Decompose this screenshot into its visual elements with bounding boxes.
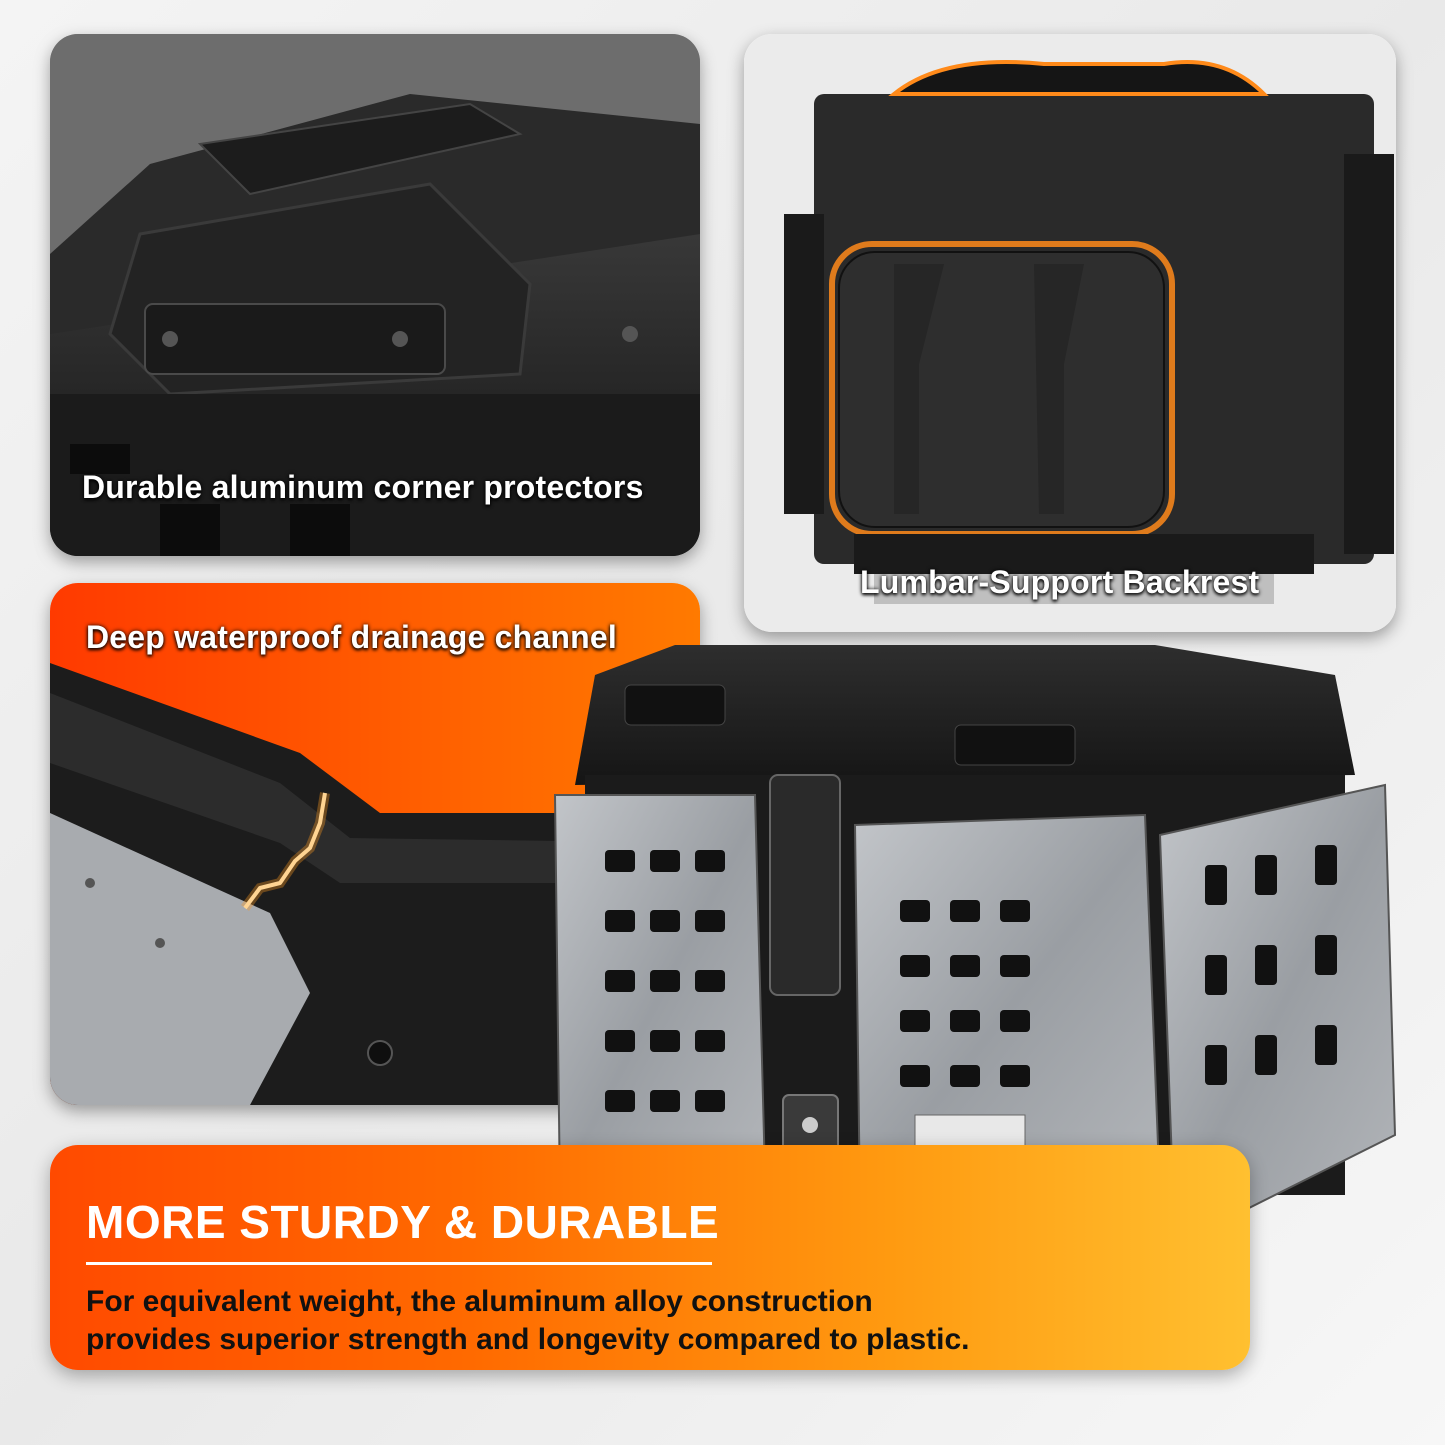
banner-divider [86, 1262, 712, 1265]
backrest-caption: Lumbar-Support Backrest [860, 564, 1260, 600]
feature-banner: MORE STURDY & DURABLE For equivalent wei… [50, 1145, 1250, 1370]
corner-protector-photo [50, 34, 700, 556]
corner-protector-caption: Durable aluminum corner protectors [82, 469, 644, 505]
top-case-illustration [553, 645, 1397, 1250]
handle-icon [624, 684, 726, 726]
corner-protector-panel: Durable aluminum corner protectors [50, 34, 700, 556]
banner-description-line-2: provides superior strength and longevity… [86, 1323, 970, 1356]
top-case-product-image [515, 635, 1415, 1275]
drainage-channel-caption: Deep waterproof drainage channel [86, 619, 617, 655]
banner-title: MORE STURDY & DURABLE [86, 1196, 720, 1248]
banner-description: For equivalent weight, the aluminum allo… [86, 1283, 1186, 1359]
drainage-line-icon [243, 792, 327, 910]
backrest-panel: Lumbar-Support Backrest [744, 34, 1396, 632]
latch [769, 774, 841, 996]
backrest-photo [744, 34, 1396, 632]
banner-description-line-1: For equivalent weight, the aluminum allo… [86, 1285, 873, 1318]
